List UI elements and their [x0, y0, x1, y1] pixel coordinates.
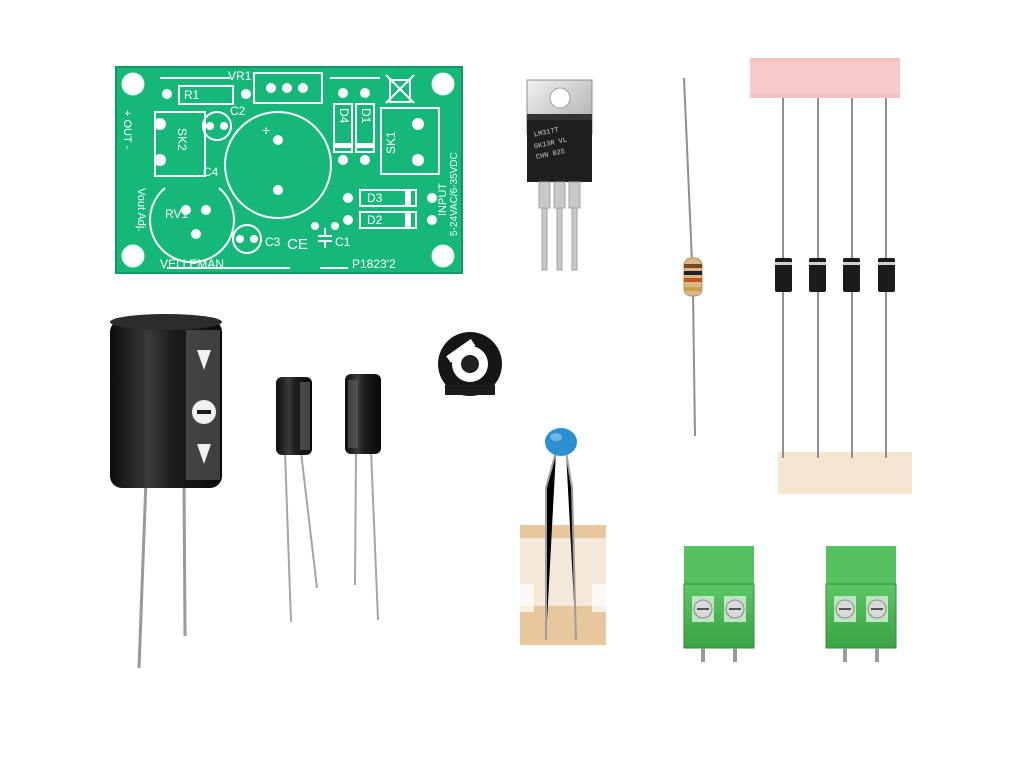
solder-pads — [154, 83, 437, 243]
capacitor-symbol — [318, 228, 332, 248]
terminal-block-1 — [683, 546, 755, 662]
small-electrolytic-capacitor-1 — [276, 377, 318, 623]
mounting-holes — [121, 72, 455, 268]
diode-bands — [334, 143, 411, 228]
small-electrolytic-capacitor-2 — [345, 374, 381, 621]
ceramic-capacitor — [520, 428, 606, 645]
resistor — [683, 77, 703, 437]
silkscreen-outlines — [149, 72, 440, 269]
pcb-board: CE + — [115, 66, 463, 274]
ce-mark: CE — [287, 236, 308, 253]
plus-mark: + — [262, 122, 270, 138]
voltage-regulator-to220 — [526, 79, 593, 271]
terminal-block-2 — [825, 546, 897, 662]
large-electrolytic-capacitor — [110, 314, 222, 669]
trimmer-potentiometer — [438, 332, 502, 396]
diode-strip — [750, 58, 912, 494]
